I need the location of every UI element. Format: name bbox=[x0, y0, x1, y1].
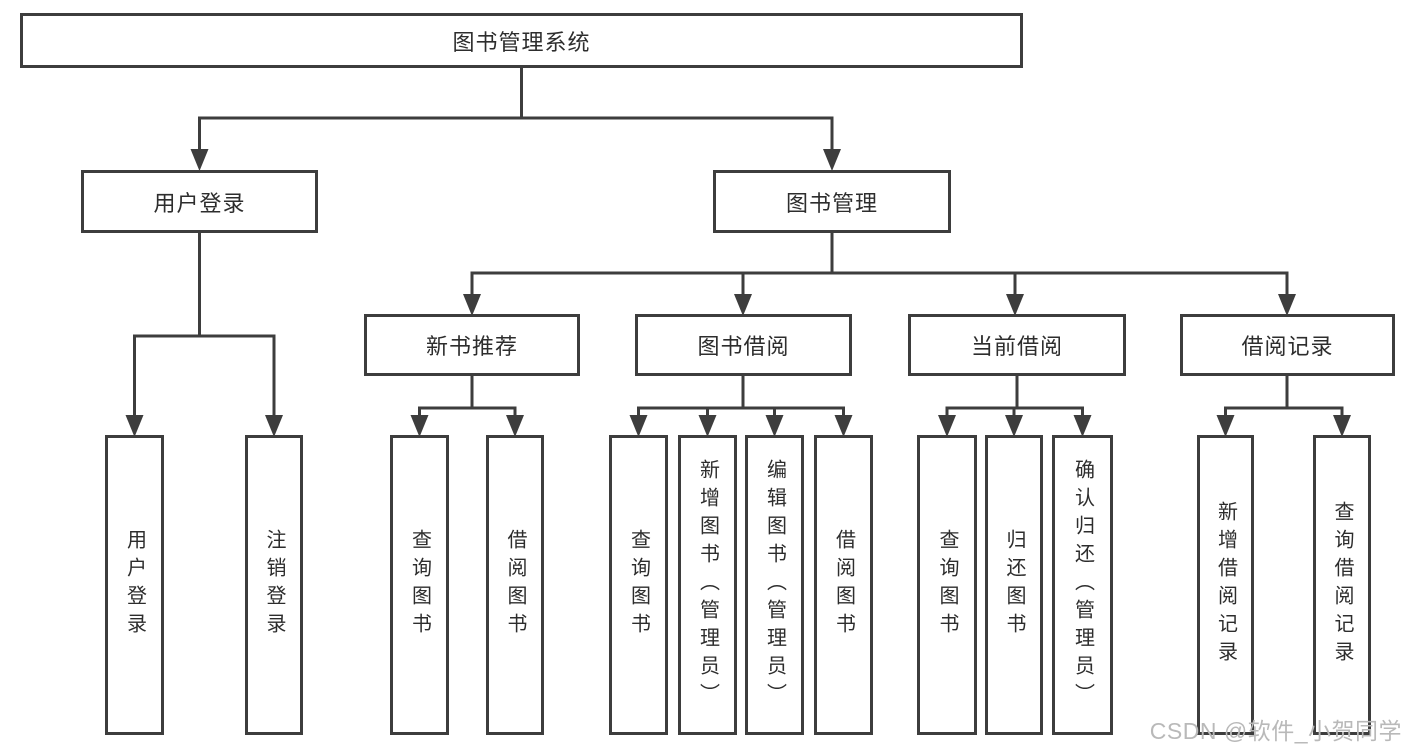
arrow-icon bbox=[1005, 415, 1023, 437]
leaf-borrow-books-2: 借阅图书 bbox=[814, 435, 873, 735]
node-new-book-recommend-label: 新书推荐 bbox=[425, 334, 518, 359]
leaf-borrow-books-1: 借阅图书 bbox=[486, 435, 544, 735]
leaf-logout: 注销登录 bbox=[245, 435, 303, 735]
node-book-borrow: 图书借阅 bbox=[635, 314, 852, 376]
leaf-add-book-admin: 新增图书（管理员） bbox=[678, 435, 737, 735]
leaf-query-books-1: 查询图书 bbox=[390, 435, 449, 735]
leaf-query-books-2-label: 查询图书 bbox=[627, 529, 650, 641]
arrow-icon bbox=[698, 415, 717, 437]
node-root-label: 图书管理系统 bbox=[452, 29, 591, 55]
node-user-login: 用户登录 bbox=[81, 170, 318, 233]
arrow-icon bbox=[463, 294, 481, 316]
node-current-borrow: 当前借阅 bbox=[908, 314, 1126, 376]
arrow-icon bbox=[410, 415, 429, 437]
book-borrow-rail bbox=[637, 376, 845, 415]
node-book-management: 图书管理 bbox=[713, 170, 951, 233]
level2-rail bbox=[198, 116, 834, 151]
arrow-icon bbox=[938, 415, 956, 437]
arrow-icon bbox=[1333, 415, 1351, 437]
leaf-edit-book-admin-label: 编辑图书（管理员） bbox=[763, 459, 786, 711]
leaf-user-login: 用户登录 bbox=[105, 435, 164, 735]
leaf-return-book: 归还图书 bbox=[985, 435, 1043, 735]
arrow-icon bbox=[125, 415, 144, 437]
leaf-query-borrow-record-label: 查询借阅记录 bbox=[1331, 501, 1353, 669]
node-user-login-label: 用户登录 bbox=[153, 190, 246, 216]
leaf-query-borrow-record: 查询借阅记录 bbox=[1313, 435, 1371, 735]
leaf-add-borrow-record: 新增借阅记录 bbox=[1197, 435, 1254, 735]
node-borrow-records: 借阅记录 bbox=[1180, 314, 1395, 376]
leaf-confirm-return-admin: 确认归还（管理员） bbox=[1052, 435, 1113, 735]
arrow-icon bbox=[1278, 294, 1296, 316]
arrow-icon bbox=[1006, 294, 1024, 316]
borrow-record-rail bbox=[1224, 376, 1344, 415]
leaf-logout-label: 注销登录 bbox=[263, 529, 285, 641]
node-book-management-label: 图书管理 bbox=[785, 190, 878, 216]
connector-paths bbox=[133, 68, 1344, 416]
arrow-icon bbox=[734, 294, 752, 316]
arrow-icon bbox=[506, 415, 524, 437]
arrow-icon bbox=[1216, 415, 1235, 437]
leaf-query-books-3: 查询图书 bbox=[917, 435, 977, 735]
arrow-icon bbox=[1073, 415, 1092, 437]
leaf-add-borrow-record-label: 新增借阅记录 bbox=[1214, 501, 1237, 669]
leaf-borrow-books-2-label: 借阅图书 bbox=[832, 529, 855, 641]
leaf-edit-book-admin: 编辑图书（管理员） bbox=[745, 435, 804, 735]
leaf-borrow-books-1-label: 借阅图书 bbox=[504, 529, 526, 641]
leaf-query-books-3-label: 查询图书 bbox=[936, 529, 958, 641]
current-borrow-rail bbox=[945, 376, 1084, 415]
user-login-rail bbox=[133, 334, 276, 416]
arrow-icon bbox=[823, 149, 841, 171]
leaf-query-books-2: 查询图书 bbox=[609, 435, 668, 735]
leaf-query-books-1-label: 查询图书 bbox=[408, 529, 431, 641]
level3-rail bbox=[470, 271, 1289, 296]
node-root: 图书管理系统 bbox=[20, 13, 1023, 68]
arrow-icon bbox=[765, 415, 784, 437]
leaf-confirm-return-admin-label: 确认归还（管理员） bbox=[1071, 459, 1094, 711]
node-new-book-recommend: 新书推荐 bbox=[364, 314, 580, 376]
node-borrow-records-label: 借阅记录 bbox=[1241, 334, 1334, 359]
arrow-icon bbox=[265, 415, 283, 437]
new-book-rail bbox=[418, 376, 517, 415]
arrow-icon bbox=[834, 415, 853, 437]
arrow-icon bbox=[190, 149, 209, 171]
arrowheads bbox=[125, 149, 1351, 437]
node-current-borrow-label: 当前借阅 bbox=[970, 334, 1063, 359]
arrow-icon bbox=[629, 415, 648, 437]
leaf-return-book-label: 归还图书 bbox=[1003, 529, 1025, 641]
leaf-user-login-label: 用户登录 bbox=[123, 529, 146, 641]
csdn-watermark: CSDN @软件_小贺同学 bbox=[1149, 718, 1402, 744]
leaf-add-book-admin-label: 新增图书（管理员） bbox=[696, 459, 719, 711]
node-book-borrow-label: 图书借阅 bbox=[697, 334, 790, 359]
